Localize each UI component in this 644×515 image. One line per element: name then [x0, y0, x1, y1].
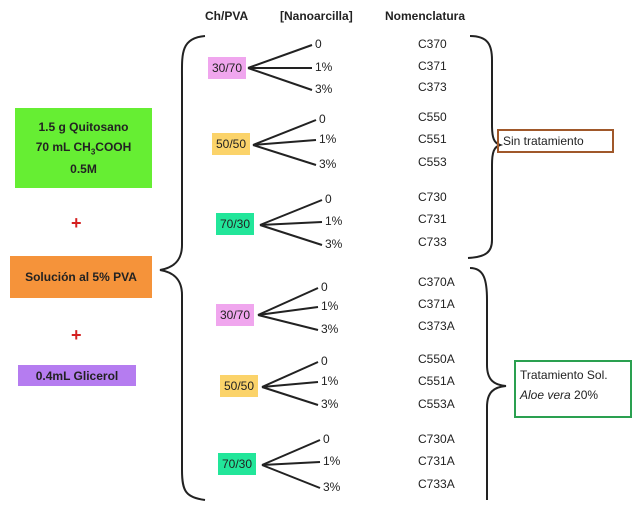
clay-level: 3%: [319, 157, 337, 171]
sample-code: C730A: [418, 432, 455, 446]
branch-line: [252, 139, 317, 146]
sample-code: C373A: [418, 319, 455, 333]
clay-level: 1%: [319, 132, 337, 146]
clay-level: 1%: [321, 374, 339, 388]
plus-sign: +: [71, 213, 82, 233]
clay-level: 0: [325, 192, 332, 206]
sample-code: C371: [418, 59, 447, 73]
clay-level: 3%: [323, 480, 341, 494]
clay-level: 1%: [323, 454, 341, 468]
clay-level: 0: [315, 37, 322, 51]
ratio-box: 70/30: [218, 453, 256, 475]
header-nomenclature: Nomenclatura: [385, 9, 466, 23]
sample-code: C550A: [418, 352, 455, 366]
sample-code: C553: [418, 155, 447, 169]
sample-code: C733: [418, 235, 447, 249]
clay-level: 3%: [325, 237, 343, 251]
clay-level: 1%: [315, 60, 333, 74]
clay-level: 1%: [325, 214, 343, 228]
branch-line: [261, 361, 319, 388]
branch-line: [261, 461, 321, 466]
branch-line: [247, 67, 313, 91]
sample-code: C550: [418, 110, 447, 124]
clay-level: 0: [319, 112, 326, 126]
clay-level: 3%: [321, 397, 339, 411]
chitosan-line2: 70 mL CH3COOH: [35, 139, 132, 157]
branch-line: [252, 144, 317, 166]
sample-code: C733A: [418, 477, 455, 491]
pva-box: Solución al 5% PVA: [10, 256, 152, 298]
branch-line: [247, 44, 313, 69]
chitosan-box: 1.5 g Quitosano 70 mL CH3COOH 0.5M: [15, 108, 152, 188]
plus-sign: +: [71, 325, 82, 345]
branch-line: [261, 381, 319, 388]
branch-line: [259, 224, 323, 246]
ratio-box: 50/50: [220, 375, 258, 397]
clay-level: 0: [323, 432, 330, 446]
chitosan-line3: 0.5M: [70, 162, 97, 177]
untreated-box: Sin tratamiento: [497, 129, 614, 153]
sample-code: C371A: [418, 297, 455, 311]
branch-line: [261, 464, 321, 489]
chitosan-line1: 1.5 g Quitosano: [38, 119, 129, 134]
header-ratio: Ch/PVA: [205, 9, 249, 23]
clay-level: 0: [321, 354, 328, 368]
branch-line: [257, 287, 319, 316]
sample-code: C370: [418, 37, 447, 51]
brace-untreated: [467, 35, 504, 259]
sample-code: C370A: [418, 275, 455, 289]
branch-line: [257, 314, 319, 331]
ratio-box: 50/50: [212, 133, 250, 155]
sample-code: C551A: [418, 374, 455, 388]
sample-code: C373: [418, 80, 447, 94]
ratio-box: 30/70: [208, 57, 246, 79]
sample-code: C731: [418, 212, 447, 226]
branch-line: [261, 439, 321, 466]
glycerol-box: 0.4mL Glicerol: [18, 365, 136, 386]
clay-level: 0: [321, 280, 328, 294]
sample-code: C730: [418, 190, 447, 204]
sample-code: C553A: [418, 397, 455, 411]
branch-line: [259, 199, 323, 226]
header-clay: [Nanoarcilla]: [280, 9, 353, 23]
ratio-box: 70/30: [216, 213, 254, 235]
clay-level: 3%: [315, 82, 333, 96]
ratio-box: 30/70: [216, 304, 254, 326]
branch-line: [252, 119, 317, 146]
branch-line: [261, 386, 319, 406]
aloe-treatment-box: Tratamiento Sol. Aloe vera 20%: [514, 360, 632, 418]
branch-line: [257, 306, 319, 316]
left-brace: [159, 35, 206, 501]
sample-code: C551: [418, 132, 447, 146]
clay-level: 3%: [321, 322, 339, 336]
branch-line: [259, 221, 323, 226]
brace-aloe: [469, 267, 507, 500]
sample-code: C731A: [418, 454, 455, 468]
clay-level: 1%: [321, 299, 339, 313]
